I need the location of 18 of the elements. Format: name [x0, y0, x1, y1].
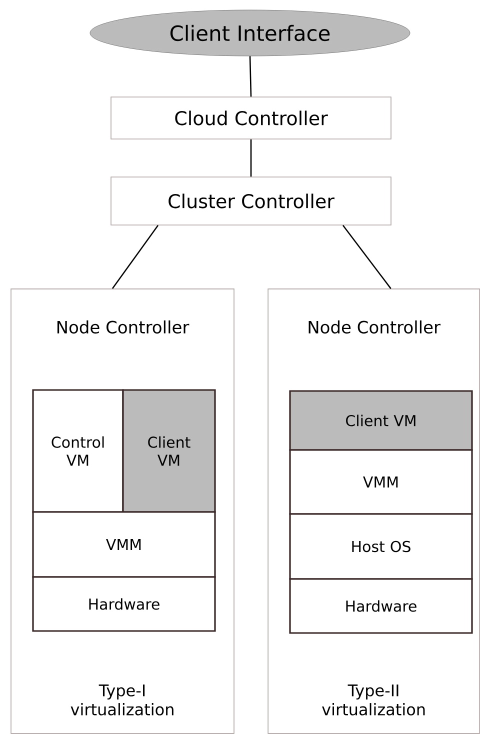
layer-box: Host OS [289, 513, 473, 580]
connector-line [112, 225, 159, 289]
layer-box: Hardware [289, 578, 473, 634]
layer-box: Hardware [32, 576, 216, 632]
layer-box: VMM [32, 511, 216, 578]
panel-caption: Type-I virtualization [70, 684, 174, 716]
layer-box: Control VM [32, 389, 124, 513]
panel-caption: Type-II virtualization [322, 684, 425, 716]
connector-line [249, 56, 252, 97]
layer-box: Client VM [122, 389, 216, 513]
layer-box: VMM [289, 449, 473, 515]
controller-box: Cloud Controller [110, 96, 392, 140]
connector-line [250, 139, 252, 177]
panel-heading: Node Controller [308, 320, 440, 334]
layer-box: Client VM [289, 390, 473, 451]
connector-line [342, 225, 392, 289]
panel-heading: Node Controller [57, 320, 190, 334]
controller-box: Cluster Controller [110, 176, 392, 226]
